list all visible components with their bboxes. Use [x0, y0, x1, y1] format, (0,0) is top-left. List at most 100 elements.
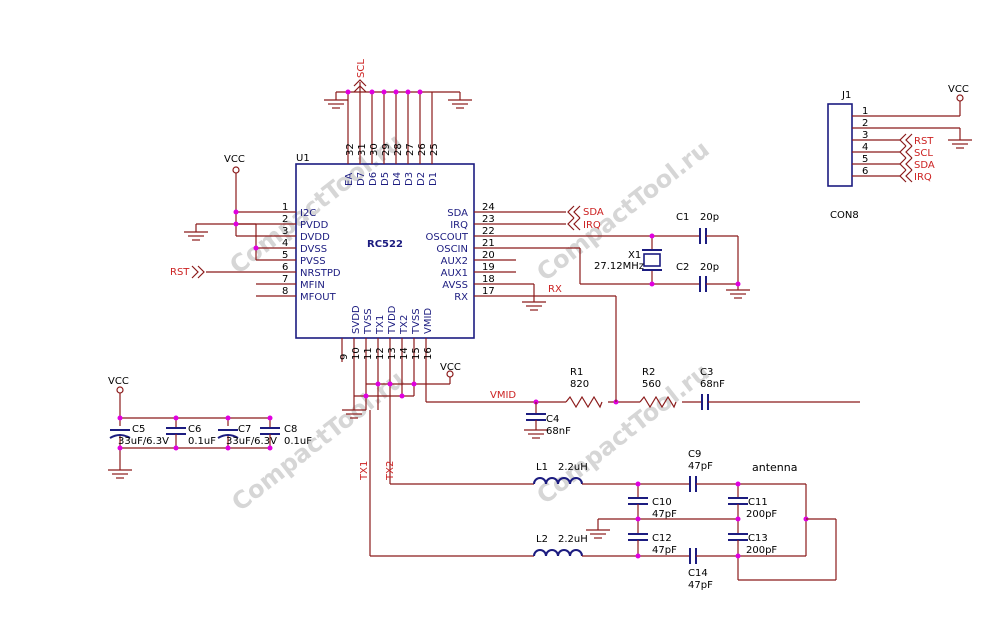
- pin-num: 22: [482, 226, 495, 237]
- pin-label: AUX1: [441, 268, 468, 279]
- c4-value: 68nF: [546, 426, 571, 437]
- rx-net-label: RX: [548, 284, 562, 295]
- pin-label: D4: [392, 172, 403, 186]
- r1-ref: R1: [570, 367, 583, 378]
- pin-num: 3: [282, 226, 288, 237]
- u1-name: RC522: [367, 239, 403, 250]
- pin-num: 23: [482, 214, 495, 225]
- u1-left-pins: 1 2 3 4 5 6 7 8 I2C PVDD DVDD DVSS PVSS …: [206, 202, 341, 303]
- l1-value: 2.2uH: [558, 462, 588, 473]
- pin-label: SDA: [447, 208, 468, 219]
- pin-num: 16: [423, 347, 434, 360]
- j1-name: CON8: [830, 210, 859, 221]
- l2-ref: L2: [536, 534, 548, 545]
- pin-label: D1: [428, 172, 439, 186]
- l1-inductor: [533, 477, 583, 485]
- l2-inductor: [533, 549, 583, 557]
- vmid-net-label: VMID: [490, 390, 516, 401]
- pin-num: 27: [405, 143, 416, 156]
- vcc-label: VCC: [224, 154, 245, 165]
- pin-num: 21: [482, 238, 495, 249]
- u1-body: [295, 163, 475, 339]
- pin-num: 15: [411, 347, 422, 360]
- tx1-net-label: TX1: [359, 461, 370, 481]
- pin-label: D3: [404, 172, 415, 186]
- c14-ref: C14: [688, 568, 708, 579]
- pin-num: 14: [399, 347, 410, 360]
- pin-label: VMID: [423, 308, 434, 334]
- j1-rst-label: RST: [914, 136, 934, 147]
- scl-net-label: SCL: [356, 59, 367, 78]
- pin-num: 4: [282, 238, 288, 249]
- c4-ref: C4: [546, 414, 559, 425]
- pin-label: AUX2: [441, 256, 468, 267]
- pin-num: 19: [482, 262, 495, 273]
- pin-num: 3: [862, 130, 868, 141]
- power-decoupling: VCC C5 33uF/6.3V C6 0.1uF C7 33uF/6.3V C…: [108, 376, 312, 479]
- tx2-net-label: TX2: [385, 461, 396, 481]
- c5-ref: C5: [132, 424, 145, 435]
- j1-scl-label: SCL: [914, 148, 933, 159]
- vcc-terminal: [446, 370, 454, 378]
- c9-ref: C9: [688, 449, 701, 460]
- c3-value: 68nF: [700, 379, 725, 390]
- c1-value: 20p: [700, 212, 719, 223]
- pin-num: 26: [417, 143, 428, 156]
- c13-value: 200pF: [746, 545, 777, 556]
- pin-num: 20: [482, 250, 495, 261]
- vcc-terminal: [956, 94, 964, 102]
- pin-label: D6: [368, 172, 379, 186]
- c12-value: 47pF: [652, 545, 677, 556]
- c7-ref: C7: [238, 424, 251, 435]
- r2-value: 560: [642, 379, 661, 390]
- j1-irq-label: IRQ: [914, 172, 932, 183]
- u1-left-wiring: VCC RST: [170, 154, 259, 279]
- antenna-network: TX2 TX1 L1 2.2uH L2 2.2uH C9 47pF C14 47…: [359, 410, 837, 591]
- oscillator-section: X1 27.12MHz C1 20p C2 20p: [579, 212, 750, 299]
- l1-ref: L1: [536, 462, 548, 473]
- x1-value: 27.12MHz: [594, 261, 644, 272]
- c3-ref: C3: [700, 367, 713, 378]
- j1-body: [827, 103, 853, 187]
- c1-ref: C1: [676, 212, 689, 223]
- j1-connector: J1 CON8 1 2 3 4 5 6 VCC RST SCL SDA IRQ: [827, 84, 972, 221]
- c11-ref: C11: [748, 497, 768, 508]
- pin-label: SVDD: [351, 305, 362, 334]
- pin-num: 13: [387, 347, 398, 360]
- pin-label: D5: [380, 172, 391, 186]
- watermarks: CompactTool.ru CompactTool.ru CompactToo…: [224, 128, 714, 517]
- pin-num: 1: [282, 202, 288, 213]
- pin-num: 12: [375, 347, 386, 360]
- c9-value: 47pF: [688, 461, 713, 472]
- pin-num: 29: [381, 143, 392, 156]
- c11-value: 200pF: [746, 509, 777, 520]
- pin-label: EA: [344, 173, 355, 186]
- r1-value: 820: [570, 379, 589, 390]
- pin-num: 6: [282, 262, 288, 273]
- vcc-terminal: [116, 386, 124, 394]
- pin-num: 17: [482, 286, 495, 297]
- pin-num: 28: [393, 143, 404, 156]
- c13-ref: C13: [748, 533, 768, 544]
- pin-label: TX2: [399, 315, 410, 335]
- pin-label: TVSS: [363, 308, 374, 335]
- c6-ref: C6: [188, 424, 201, 435]
- u1-ref: U1: [296, 153, 310, 164]
- pin-label: NRSTPD: [300, 268, 341, 279]
- pin-label: D7: [356, 172, 367, 186]
- c10-ref: C10: [652, 497, 672, 508]
- c8-ref: C8: [284, 424, 297, 435]
- pin-label: MFIN: [300, 280, 325, 291]
- pin-label: AVSS: [442, 280, 468, 291]
- pin-label: PVSS: [300, 256, 326, 267]
- pin-num: 5: [282, 250, 288, 261]
- pin-label: RX: [454, 292, 468, 303]
- x1-ref: X1: [628, 250, 641, 261]
- pin-label: OSCOUT: [426, 232, 469, 243]
- pin-label: TVSS: [411, 308, 422, 335]
- c14-value: 47pF: [688, 580, 713, 591]
- pin-num: 11: [363, 347, 374, 360]
- pin-label: TVDD: [387, 305, 398, 335]
- pin-num: 2: [862, 118, 868, 129]
